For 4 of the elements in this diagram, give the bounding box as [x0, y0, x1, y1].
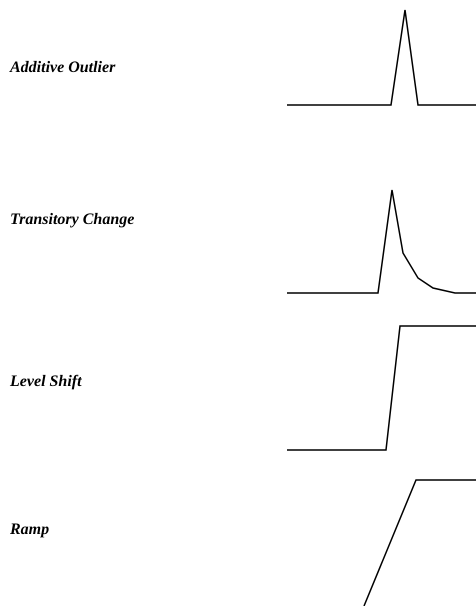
series-label: Ramp [10, 520, 50, 540]
series-label: Additive Outlier [10, 58, 116, 78]
series-label: Level Shift [10, 372, 82, 392]
series-label: Transitory Change [10, 210, 134, 230]
